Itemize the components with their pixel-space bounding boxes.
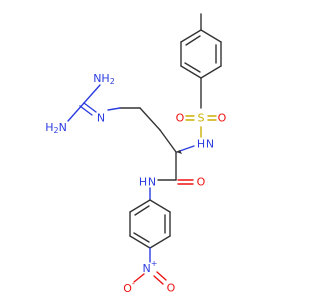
amide-oxygen: O: [197, 176, 206, 189]
ring-bond: [200, 65, 222, 79]
amino-left: H2N: [45, 121, 67, 135]
n-c-double-bond: [79, 105, 93, 116]
ring-bond: [180, 29, 202, 43]
amide-nitrogen: N: [148, 176, 156, 189]
nitro-nitrogen: N+: [143, 259, 158, 275]
amide-hydrogen: H: [139, 176, 147, 189]
sulfonamide-hydrogen: H: [197, 138, 205, 151]
sulfonyl-group: S O O: [176, 112, 227, 138]
ring-bond-inner: [133, 232, 150, 243]
guanidine-group: N NH2 H2N: [45, 72, 115, 135]
ring-bond: [149, 235, 171, 249]
ring-bond-inner: [185, 35, 201, 46]
calpha-cbeta-bond: [159, 129, 177, 153]
nitro-group: N+ O- O: [123, 259, 175, 295]
sulfur-atom: S: [198, 112, 205, 125]
stereo-wedge: [176, 150, 182, 154]
n-o-double-bond: [156, 271, 167, 281]
nitro-oxygen-right: O: [167, 282, 176, 295]
n-c-double-bond: [83, 102, 97, 113]
ring-bond-inner: [184, 62, 201, 73]
ring-bond: [149, 199, 171, 213]
ring-bond: [129, 199, 151, 213]
sulfonamide-nh: H N: [176, 138, 214, 153]
ring-bond-inner: [134, 205, 150, 216]
amide-nh: H N: [139, 176, 156, 201]
amino-top: NH2: [93, 72, 115, 86]
c-h2n-bond: [67, 102, 85, 122]
n-o-single-bond: [133, 273, 145, 283]
guanidine-nitrogen: N: [97, 112, 105, 125]
tolyl-ring: [180, 13, 222, 109]
molecule-canvas: S O O H N O N NH2 H2N H N: [45, 13, 227, 295]
sulfonyl-oxygen-right: O: [218, 112, 227, 125]
nitro-oxygen-left: O-: [123, 279, 135, 295]
n-o-double-bond: [153, 275, 164, 285]
molecule-structure: S O O H N O N NH2 H2N H N: [45, 13, 227, 295]
sulfonyl-oxygen-left: O: [176, 112, 185, 125]
nitrophenyl-ring: [129, 199, 171, 263]
cbeta-cgamma-bond: [139, 107, 161, 131]
c-nh2-bond: [83, 84, 101, 104]
cdelta-n-bond: [107, 107, 121, 111]
sulfonamide-nitrogen: N: [206, 138, 214, 151]
backbone: [107, 107, 194, 185]
ring-bond: [129, 235, 151, 249]
ring-bond: [200, 29, 222, 43]
ring-bond: [180, 65, 202, 79]
